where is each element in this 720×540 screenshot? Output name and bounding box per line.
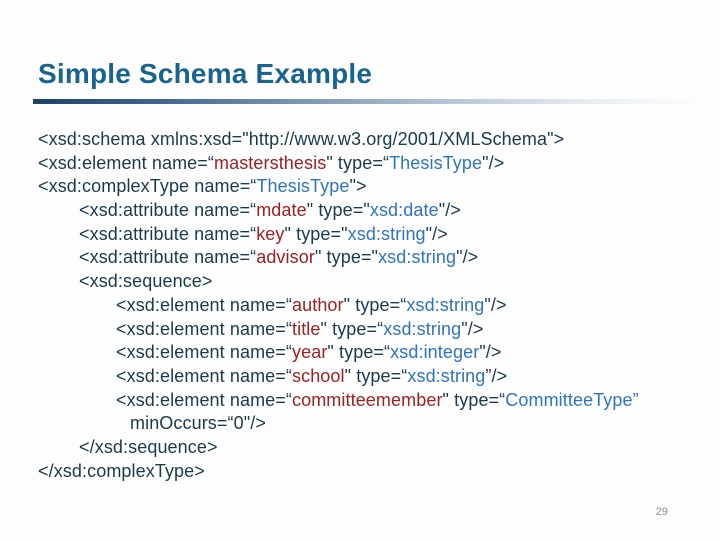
code-segment-name: title <box>292 318 321 339</box>
code-line: <xsd:schema xmlns:xsd="http://www.w3.org… <box>38 128 639 152</box>
code-segment-dark: " type=“ <box>442 389 506 410</box>
code-segment-name: year <box>292 342 328 363</box>
code-line: </xsd:complexType> <box>38 460 639 484</box>
code-segment-dark: minOccurs=“0"/> <box>130 413 266 434</box>
code-segment-type: xsd:string <box>406 294 485 315</box>
code-line: <xsd:attribute name=“advisor" type="xsd:… <box>38 246 639 270</box>
code-segment-dark: </xsd:complexType> <box>38 460 205 481</box>
code-segment-dark: <xsd:element name=“ <box>116 294 292 315</box>
code-segment-type: xsd:string <box>378 247 457 268</box>
code-segment-name: key <box>256 223 285 244</box>
code-segment-dark: <xsd:attribute name=“ <box>79 223 257 244</box>
code-segment-type: xsd:string <box>383 318 462 339</box>
code-segment-dark: "/> <box>425 223 448 244</box>
page-title: Simple Schema Example <box>38 58 373 89</box>
code-segment-type: xsd:integer <box>390 342 480 363</box>
title-divider-rule <box>33 99 712 104</box>
code-line: <xsd:element name=“committeemember" type… <box>38 389 639 413</box>
code-line: <xsd:attribute name=“mdate" type="xsd:da… <box>38 199 639 223</box>
code-segment-type: CommitteeType” <box>505 389 639 410</box>
code-line: <xsd:element name=“school" type=“xsd:str… <box>38 365 639 389</box>
code-segment-dark: <xsd:attribute name=“ <box>79 200 257 221</box>
code-segment-name: mdate <box>256 200 307 221</box>
code-segment-dark: " type=" <box>284 223 348 244</box>
schema-code-block: <xsd:schema xmlns:xsd="http://www.w3.org… <box>38 128 639 483</box>
code-line: minOccurs=“0"/> <box>38 412 639 436</box>
code-segment-dark: "> <box>349 176 367 197</box>
code-segment-dark: <xsd:attribute name=“ <box>79 247 257 268</box>
code-segment-dark: <xsd:element name=“ <box>116 389 292 410</box>
code-segment-dark: " type=“ <box>343 294 407 315</box>
code-line: <xsd:sequence> <box>38 270 639 294</box>
code-line: <xsd:element name=“year" type=“xsd:integ… <box>38 341 639 365</box>
code-line: <xsd:element name=“title" type=“xsd:stri… <box>38 318 639 342</box>
code-segment-dark: "/> <box>438 200 461 221</box>
code-line: <xsd:element name=“mastersthesis" type=“… <box>38 152 639 176</box>
code-segment-type: ThesisType <box>389 152 483 173</box>
code-segment-dark: " type=" <box>314 247 379 268</box>
code-segment-dark: " type=" <box>306 200 370 221</box>
code-segment-type: ThesisType <box>256 176 350 197</box>
code-line: <xsd:complexType name=“ThesisType"> <box>38 175 639 199</box>
code-segment-dark: <xsd:element name=“ <box>38 152 214 173</box>
code-segment-name: advisor <box>256 247 315 268</box>
code-segment-dark: "/> <box>461 318 484 339</box>
code-segment-dark: <xsd:complexType name=“ <box>38 176 257 197</box>
code-segment-dark: "/> <box>484 294 507 315</box>
code-segment-dark: <xsd:schema xmlns:xsd="http://www.w3.org… <box>38 129 565 149</box>
code-segment-dark: "/> <box>456 247 479 268</box>
code-segment-dark: </xsd:sequence> <box>79 436 218 457</box>
code-segment-dark: " type=“ <box>326 152 390 173</box>
code-segment-dark: <xsd:element name=“ <box>116 342 292 363</box>
code-segment-type: xsd:string <box>347 223 426 244</box>
code-segment-dark: "/> <box>482 152 505 173</box>
code-segment-dark: "/> <box>479 342 502 363</box>
code-line: <xsd:attribute name=“key" type="xsd:stri… <box>38 223 639 247</box>
page-number: 29 <box>655 506 668 518</box>
code-line: </xsd:sequence> <box>38 436 639 460</box>
code-line: <xsd:element name=“author" type=“xsd:str… <box>38 294 639 318</box>
code-segment-dark: <xsd:element name=“ <box>116 318 292 339</box>
code-segment-type: xsd:string <box>407 365 486 386</box>
code-segment-name: mastersthesis <box>214 152 327 173</box>
code-segment-dark: " type=“ <box>320 318 384 339</box>
code-segment-name: author <box>292 294 344 315</box>
code-segment-name: school <box>292 365 345 386</box>
code-segment-dark: " type=“ <box>344 365 408 386</box>
code-segment-dark: <xsd:element name=“ <box>116 365 292 386</box>
code-segment-name: committeemember <box>292 389 443 410</box>
code-segment-dark: ”/> <box>485 365 508 386</box>
code-segment-type: xsd:date <box>369 200 439 221</box>
code-segment-dark: <xsd:sequence> <box>79 271 213 292</box>
code-segment-dark: " type=“ <box>327 342 391 363</box>
